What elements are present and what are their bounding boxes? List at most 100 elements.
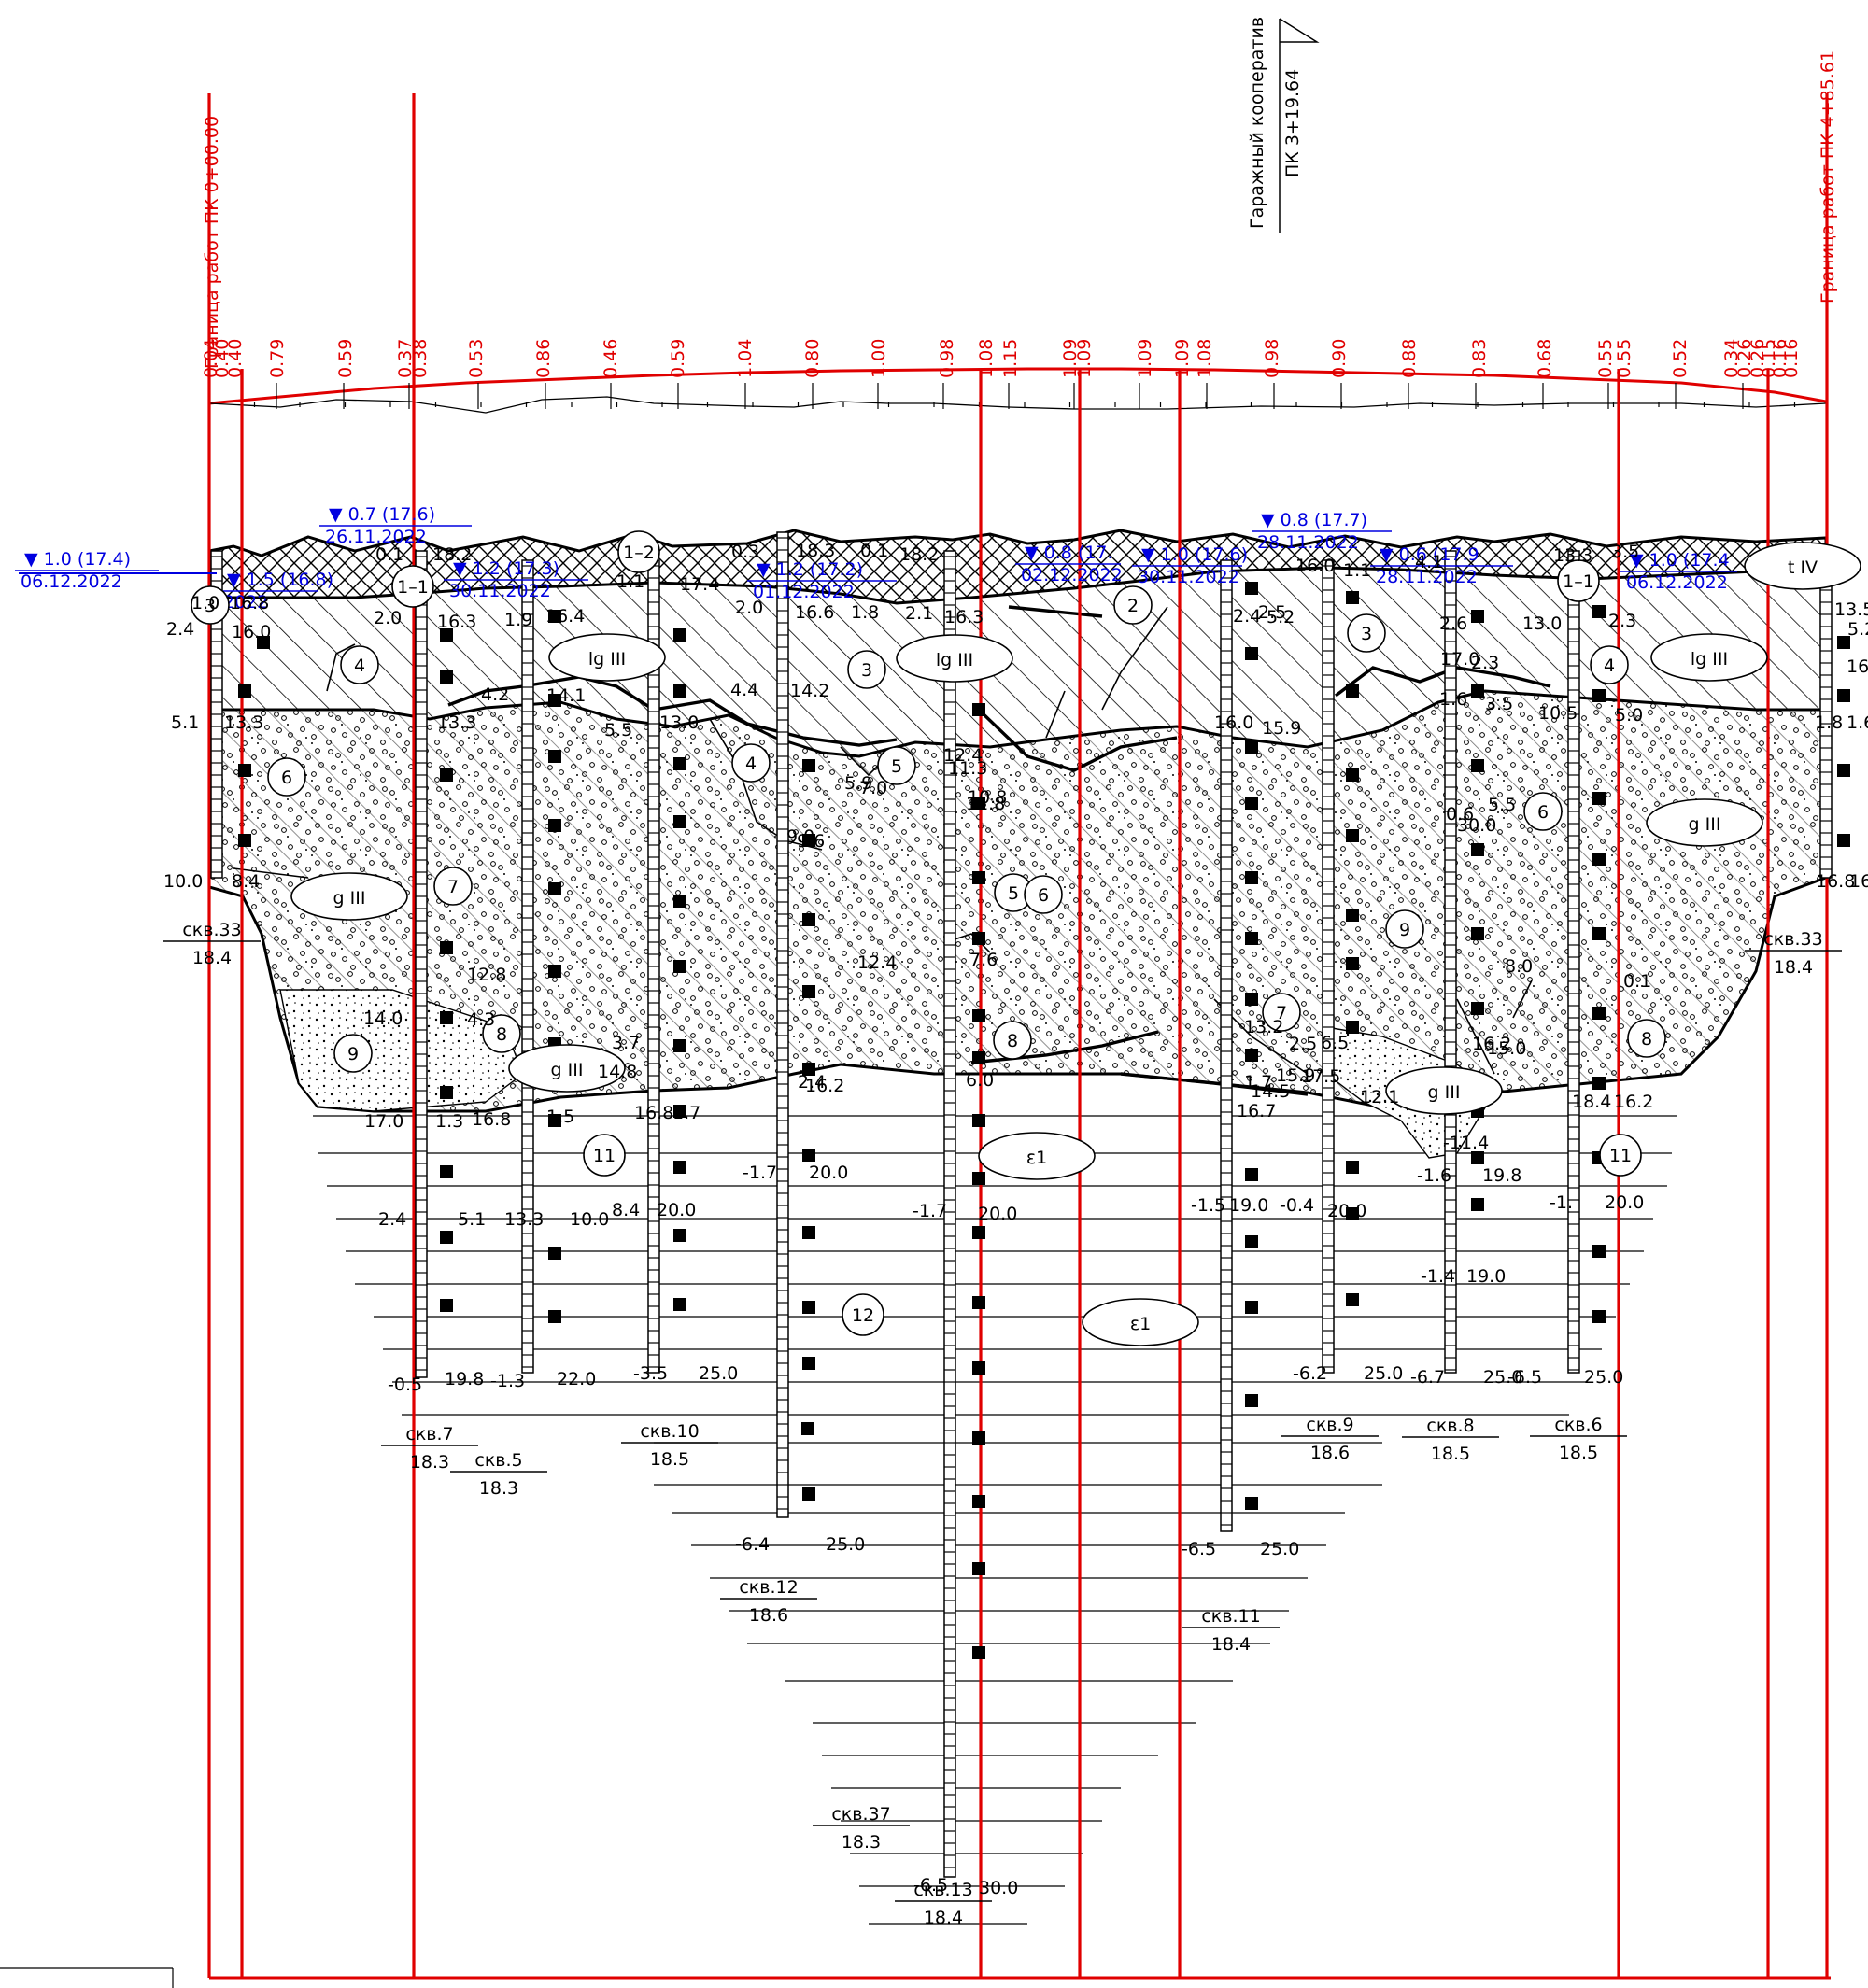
layer-circle [340, 645, 379, 684]
sample-marker [1245, 1049, 1258, 1062]
sample-marker [673, 895, 686, 908]
sample-marker [802, 834, 815, 847]
depth-value: 8.4 [612, 1200, 640, 1220]
depth-value: 1.3 [435, 1111, 463, 1132]
depth-value: 2.4 [798, 1072, 826, 1093]
geo-index-ellipse [1744, 542, 1861, 590]
layer-circle [1557, 559, 1600, 602]
borehole-name: скв.33 [182, 920, 241, 940]
depth-value: 19.8 [1482, 1165, 1521, 1186]
sample-marker [1471, 1151, 1484, 1164]
depth-value: 17.5 [1301, 1066, 1340, 1087]
sample-marker [802, 1063, 815, 1076]
depth-value: 16.2 [805, 1076, 844, 1096]
borehole-elevation: 18.5 [650, 1449, 689, 1470]
surface-thickness-value: 0.34 [1721, 339, 1742, 378]
water-level-value: ▼ 1.2 (17.3) [453, 558, 559, 579]
depth-value: 25.0 [1483, 1367, 1522, 1388]
right-boundary-label: Граница работ ПК 4+85.61 [1818, 50, 1838, 303]
geo-index-label: g III [1689, 814, 1721, 835]
geo-index-ellipse [978, 1132, 1096, 1180]
borehole-name: скв.33 [1763, 929, 1822, 950]
depth-value: 6.0 [966, 1070, 994, 1091]
depth-value: 30.0 [979, 1878, 1018, 1898]
marker-pk: ПК 3+19.64 [1282, 69, 1303, 177]
sample-marker [1245, 993, 1258, 1006]
depth-value: 10.0 [570, 1209, 609, 1230]
depth-value: 0.1 [1623, 971, 1651, 992]
sample-marker [802, 1226, 815, 1239]
depth-value: 0.3 [731, 542, 759, 562]
sample-marker [1245, 932, 1258, 945]
depth-value: 1.1 [616, 571, 644, 592]
depth-value: 4.3 [467, 1009, 495, 1030]
depth-value: 4.1 [1415, 552, 1443, 572]
depth-value: 12.4 [943, 745, 983, 766]
depth-value: 1.7 [672, 1103, 700, 1123]
sample-marker [548, 1310, 561, 1323]
depth-value: 1.8 [1815, 712, 1843, 733]
sample-marker [1592, 853, 1606, 866]
layer-number: 6 [1038, 885, 1049, 906]
layer-circle [847, 650, 886, 689]
depth-value: 11.8 [966, 794, 1005, 814]
surface-thickness-value: 0.15 [1759, 339, 1779, 378]
surface-thickness-value: 0.98 [937, 339, 957, 378]
sample-marker [238, 834, 251, 847]
surface-thickness-value: 1.09 [1060, 339, 1081, 378]
borehole-column [1220, 559, 1233, 1532]
borehole-name: скв.5 [474, 1450, 522, 1471]
surface-thickness-value: 0.88 [1399, 339, 1420, 378]
sample-marker [1245, 1497, 1258, 1510]
sample-marker [972, 1361, 985, 1375]
sample-marker [802, 1149, 815, 1162]
depth-value: 18.2 [432, 544, 472, 565]
layer-circle [1385, 909, 1424, 949]
depth-value: 5.1 [171, 712, 199, 733]
sample-marker [548, 750, 561, 763]
depth-value: 12.4 [857, 952, 897, 973]
water-level-date: 06.12.2022 [1626, 572, 1728, 593]
header: Граница работ ПК 0+00.00 Граница работ П… [202, 17, 1838, 369]
borehole-name: скв.13 [913, 1880, 972, 1900]
sample-marker [548, 819, 561, 832]
depth-scale-lines [313, 1115, 1677, 1925]
depth-value: -1.4 [1421, 1266, 1455, 1287]
sample-marker [257, 636, 270, 649]
depth-value: 13.0 [1522, 613, 1562, 634]
depth-value: 14.5 [1251, 1081, 1290, 1102]
sample-marker [673, 628, 686, 642]
depth-value: 2.6 [1439, 613, 1467, 634]
geo-index-label: lg III [936, 650, 973, 670]
sample-marker [673, 1298, 686, 1311]
layer-number: 1–1 [397, 577, 429, 598]
borehole-elevation: 18.3 [410, 1452, 449, 1473]
layer-number: 8 [1007, 1031, 1018, 1051]
depth-value: 16.0 [1214, 712, 1253, 733]
sample-marker [972, 1562, 985, 1575]
borehole-name: скв.7 [405, 1424, 453, 1445]
surface-thickness-value: 0.26 [1734, 339, 1755, 378]
layer-circle [1347, 613, 1386, 653]
layer-number: 5 [891, 756, 902, 777]
surface-thickness-value: 0.59 [668, 339, 688, 378]
depth-value: -1. [1550, 1192, 1573, 1213]
sample-marker [1346, 591, 1359, 604]
sample-marker [548, 882, 561, 895]
depth-value: 16.3 [944, 607, 984, 627]
sample-marker [1471, 1198, 1484, 1211]
water-level-date: 01.12.2022 [753, 582, 855, 602]
sample-marker [972, 1226, 985, 1239]
borehole-column [1567, 550, 1580, 1374]
water-level-date: 28.11.2022 [1376, 567, 1478, 587]
depth-value: 18.3 [796, 541, 835, 561]
sample-markers [238, 582, 1850, 1659]
sample-marker [1245, 740, 1258, 754]
surface-thickness-value: 0.98 [1262, 339, 1282, 378]
sample-marker [972, 1172, 985, 1185]
depth-value: 8.0 [1505, 956, 1533, 977]
